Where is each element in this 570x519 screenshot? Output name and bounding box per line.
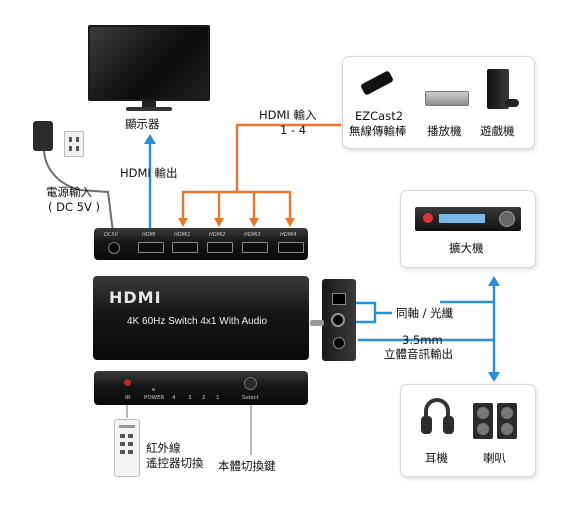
game-console-label: 遊戲機	[480, 124, 515, 138]
remote-label-line2: 遙控器切換	[146, 456, 204, 470]
ezcast-dongle-icon	[360, 70, 394, 96]
speaker-icon-right	[497, 403, 517, 439]
led-4-label: 4	[172, 395, 176, 401]
headphones-label: 耳機	[425, 451, 448, 465]
audio-35mm-port	[333, 337, 345, 349]
select-button-caption: 本體切換鍵	[218, 459, 276, 473]
hdmi-in-port-4-label: HDMI4	[280, 232, 297, 238]
switch-side-panel	[322, 279, 356, 361]
optical-port	[332, 293, 346, 305]
gamepad-icon	[505, 99, 519, 107]
speaker-icon-left	[473, 403, 493, 439]
switch-body: HDMI 4K 60Hz Switch 4x1 With Audio	[93, 276, 309, 360]
hdmi-in-port-1	[172, 242, 198, 253]
ezcast-label-line1: EZCast2	[355, 109, 404, 123]
hdmi-input-arrows	[181, 123, 341, 219]
select-button[interactable]	[244, 377, 257, 390]
power-cable	[43, 147, 114, 233]
switch-rear-panel: DC5V HDMI HDMI1 HDMI2 HDMI3 HDMI4	[94, 228, 308, 260]
select-button-label: Select	[242, 395, 259, 401]
model-name: 4K 60Hz Switch 4x1 With Audio	[127, 316, 268, 327]
game-console-icon	[487, 69, 509, 109]
audio-out-label-line1: 3.5mm	[402, 333, 443, 347]
amplifier-icon	[415, 207, 521, 231]
hdmi-out-label: HDMI 輸出	[120, 166, 178, 180]
coaxial-port	[331, 313, 345, 327]
power-adapter-icon	[33, 121, 53, 151]
led-2-label: 2	[202, 395, 206, 401]
speakers-label: 喇叭	[483, 451, 506, 465]
hdmi-input-label-line2: 1 - 4	[280, 123, 307, 137]
tv-icon	[88, 25, 210, 115]
hdmi-in-port-4	[278, 242, 304, 253]
ezcast-label-line2: 無線傳輸棒	[349, 124, 407, 138]
hdmi-out-port	[138, 242, 164, 253]
rca-plug-icon	[310, 320, 324, 326]
display-label: 顯示器	[125, 117, 160, 131]
remote-label-line1: 紅外線	[146, 441, 181, 455]
power-led-label: POWER	[144, 395, 165, 401]
hdmi-in-port-3	[242, 242, 268, 253]
player-label: 播放機	[427, 124, 462, 138]
source-devices-card: EZCast2 無線傳輸棒 播放機 遊戲機	[343, 57, 534, 148]
hdmi-in-port-1-label: HDMI1	[174, 232, 191, 238]
hdmi-input-label-line1: HDMI 輸入	[259, 108, 317, 122]
dc-port	[108, 242, 120, 254]
hdmi-in-port-3-label: HDMI3	[244, 232, 261, 238]
ir-label: IR	[125, 395, 131, 401]
media-player-icon	[425, 91, 469, 106]
switch-front-panel: IR POWER 4 3 2 1 Select	[94, 371, 308, 405]
audio-output-arrows	[356, 285, 496, 373]
ir-remote-icon[interactable]	[114, 419, 140, 477]
dc-port-label: DC5V	[104, 232, 118, 238]
ir-receiver	[124, 379, 131, 386]
hdmi-in-port-2-label: HDMI2	[209, 232, 226, 238]
led-3-label: 3	[188, 395, 192, 401]
led-1-label: 1	[216, 395, 220, 401]
audio-out-label-line2: 立體音訊輸出	[384, 347, 453, 361]
hdmi-logo: HDMI	[109, 288, 162, 307]
audio-devices-card: 耳機 喇叭	[401, 385, 535, 476]
amplifier-label: 擴大機	[449, 241, 484, 255]
amplifier-card: 擴大機	[401, 191, 535, 267]
power-label-line2: ( DC 5V )	[48, 200, 101, 214]
power-label-line1: 電源輸入	[46, 185, 92, 199]
hdmi-in-port-2	[207, 242, 233, 253]
coax-optical-label: 同軸 / 光纖	[396, 306, 454, 320]
hdmi-out-port-label: HDMI	[142, 232, 156, 238]
wall-outlet-icon	[64, 131, 84, 157]
power-led	[152, 388, 155, 391]
hdmi-input-arrowheads	[178, 218, 295, 227]
headphones-icon	[421, 398, 455, 438]
